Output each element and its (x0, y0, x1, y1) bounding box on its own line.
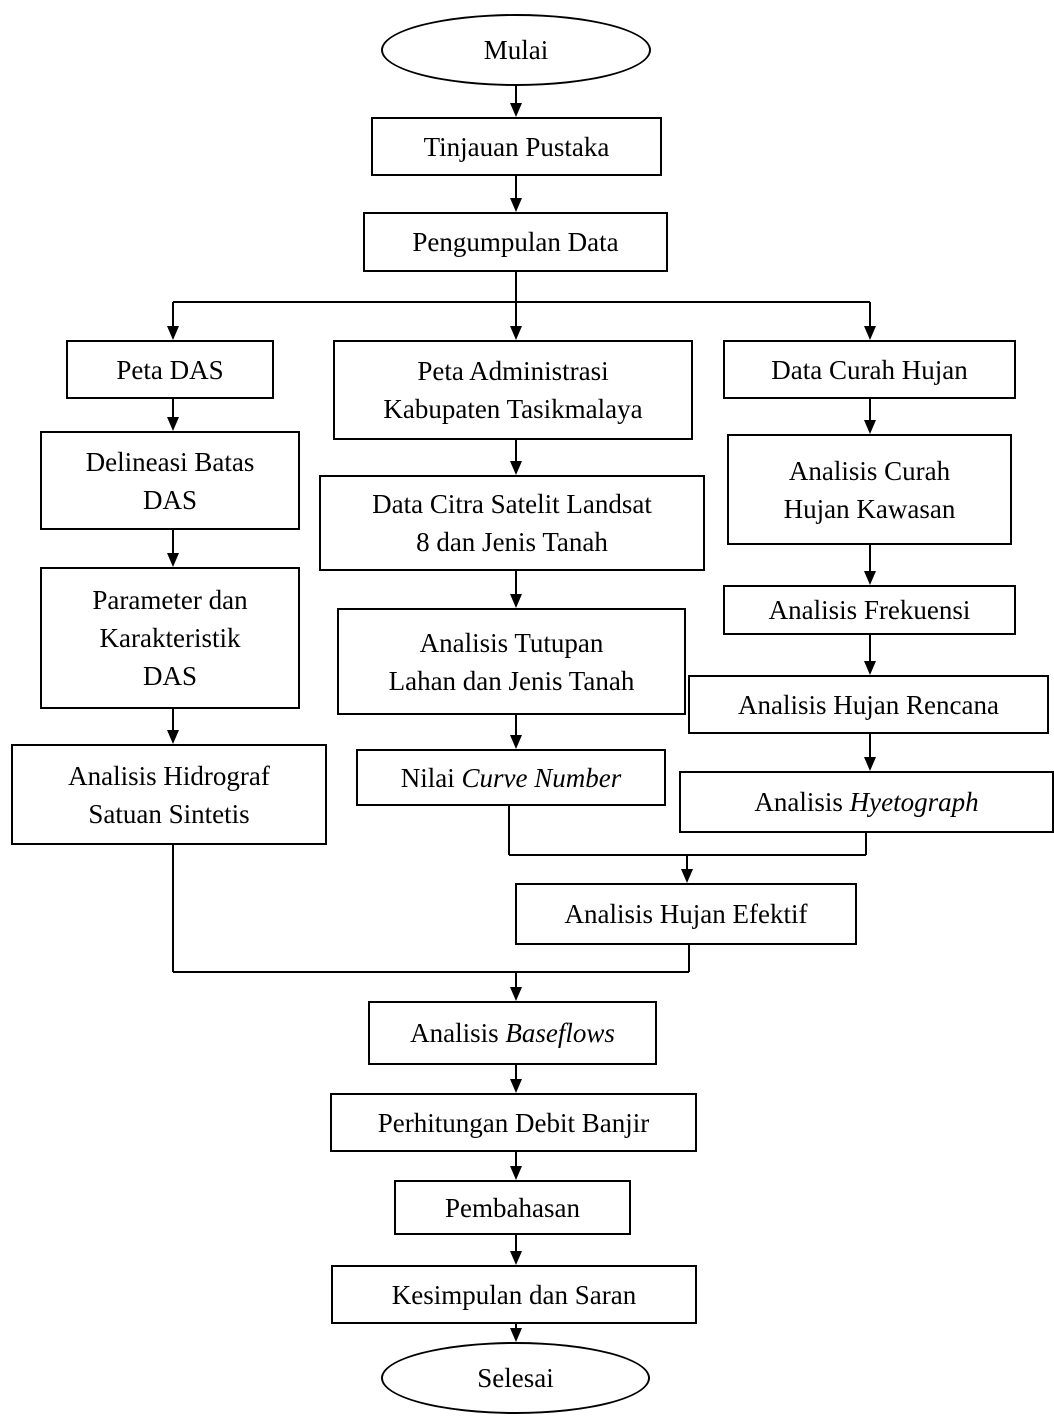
parameter-line-3: DAS (142, 661, 197, 691)
debit-banjir-label: Perhitungan Debit Banjir (377, 1107, 650, 1138)
arrowhead-icon (167, 730, 179, 744)
arrowhead-icon (510, 735, 522, 749)
delineasi-line-2: DAS (142, 484, 197, 515)
analisis-frekuensi-label: Analisis Frekuensi (768, 595, 971, 625)
debit-banjir-box: Perhitungan Debit Banjir (330, 1093, 697, 1152)
arrowhead-icon (510, 594, 522, 608)
baseflows-prefix: Analisis (410, 1018, 506, 1048)
start-terminal: Mulai (381, 14, 651, 86)
pengumpulan-data-label: Pengumpulan Data (412, 227, 619, 257)
arrowhead-icon (864, 757, 876, 771)
citra-satelit-box: Data Citra Satelit Landsat 8 dan Jenis T… (319, 475, 705, 571)
hidrograf-line-1: Analisis Hidrograf (68, 760, 270, 791)
arrowhead-icon (864, 326, 876, 340)
hujan-efektif-label: Analisis Hujan Efektif (564, 899, 808, 929)
peta-das-label: Peta DAS (116, 354, 224, 385)
pengumpulan-data-box: Pengumpulan Data (363, 212, 668, 272)
arrowhead-icon (167, 326, 179, 340)
tinjauan-pustaka-label: Tinjauan Pustaka (423, 131, 610, 162)
pembahasan-box: Pembahasan (394, 1180, 631, 1235)
data-curah-hujan-box: Data Curah Hujan (723, 340, 1016, 399)
arrowhead-icon (167, 417, 179, 431)
arrowhead-icon (510, 103, 522, 117)
curah-hujan-kawasan-box: Analisis Curah Hujan Kawasan (727, 434, 1012, 545)
arrowhead-icon (510, 987, 522, 1001)
curah-kawasan-line-2: Hujan Kawasan (783, 493, 956, 524)
curve-number-box: Nilai Curve Number (356, 749, 666, 806)
parameter-line-1: Parameter dan (92, 585, 248, 615)
start-label: Mulai (483, 35, 549, 65)
arrowhead-icon (510, 198, 522, 212)
arrowhead-icon (167, 553, 179, 567)
baseflows-label: Analisis Baseflows (410, 1014, 615, 1052)
hyetograph-italic: Hyetograph (849, 787, 979, 817)
parameter-karakteristik-das-box: Parameter dan Karakteristik DAS (40, 567, 300, 709)
arrowhead-icon (864, 661, 876, 675)
hyetograph-box: Analisis Hyetograph (679, 771, 1054, 833)
kesimpulan-saran-box: Kesimpulan dan Saran (331, 1265, 697, 1324)
end-terminal: Selesai (381, 1342, 650, 1414)
arrowhead-icon (864, 420, 876, 434)
arrowhead-icon (510, 1251, 522, 1265)
analisis-frekuensi-box: Analisis Frekuensi (723, 585, 1016, 635)
data-curah-hujan-label: Data Curah Hujan (771, 354, 968, 385)
hujan-rencana-label: Analisis Hujan Rencana (738, 689, 999, 720)
curve-number-italic: Curve Number (461, 762, 622, 793)
parameter-line-2: Karakteristik (99, 623, 241, 653)
tutupan-line-2: Lahan dan Jenis Tanah (388, 665, 635, 696)
hyetograph-label: Analisis Hyetograph (754, 783, 978, 821)
hujan-rencana-box: Analisis Hujan Rencana (688, 675, 1049, 734)
arrowhead-icon (681, 869, 693, 883)
arrowhead-icon (510, 1166, 522, 1180)
pembahasan-label: Pembahasan (445, 1192, 580, 1223)
peta-das-box: Peta DAS (66, 340, 274, 399)
hidrograf-line-2: Satuan Sintetis (88, 798, 250, 829)
citra-line-1: Data Citra Satelit Landsat (372, 489, 652, 519)
peta-admin-line-1: Peta Administrasi (417, 356, 609, 386)
kesimpulan-saran-label: Kesimpulan dan Saran (391, 1279, 637, 1310)
baseflows-box: Analisis Baseflows (368, 1001, 657, 1065)
citra-line-2: 8 dan Jenis Tanah (416, 527, 608, 557)
delineasi-line-1: Delineasi Batas (85, 446, 255, 477)
curah-kawasan-line-1: Analisis Curah (788, 455, 951, 486)
tutupan-lahan-box: Analisis Tutupan Lahan dan Jenis Tanah (337, 608, 686, 715)
arrowhead-icon (510, 1079, 522, 1093)
tinjauan-pustaka-box: Tinjauan Pustaka (371, 117, 662, 176)
arrowhead-icon (864, 571, 876, 585)
peta-admin-line-2: Kabupaten Tasikmalaya (383, 394, 643, 424)
arrowhead-icon (510, 326, 522, 340)
delineasi-batas-das-box: Delineasi Batas DAS (40, 431, 300, 530)
tutupan-line-1: Analisis Tutupan (419, 627, 604, 658)
arrowhead-icon (510, 1328, 522, 1342)
hyetograph-prefix: Analisis (754, 787, 850, 817)
hidrograf-satuan-sintetis-box: Analisis Hidrograf Satuan Sintetis (11, 744, 327, 845)
baseflows-italic: Baseflows (505, 1018, 615, 1048)
end-label: Selesai (477, 1363, 554, 1393)
curve-number-prefix: Nilai (400, 762, 462, 793)
hujan-efektif-box: Analisis Hujan Efektif (515, 883, 857, 945)
curve-number-label: Nilai Curve Number (401, 759, 621, 797)
peta-administrasi-box: Peta Administrasi Kabupaten Tasikmalaya (333, 340, 693, 440)
arrowhead-icon (510, 461, 522, 475)
